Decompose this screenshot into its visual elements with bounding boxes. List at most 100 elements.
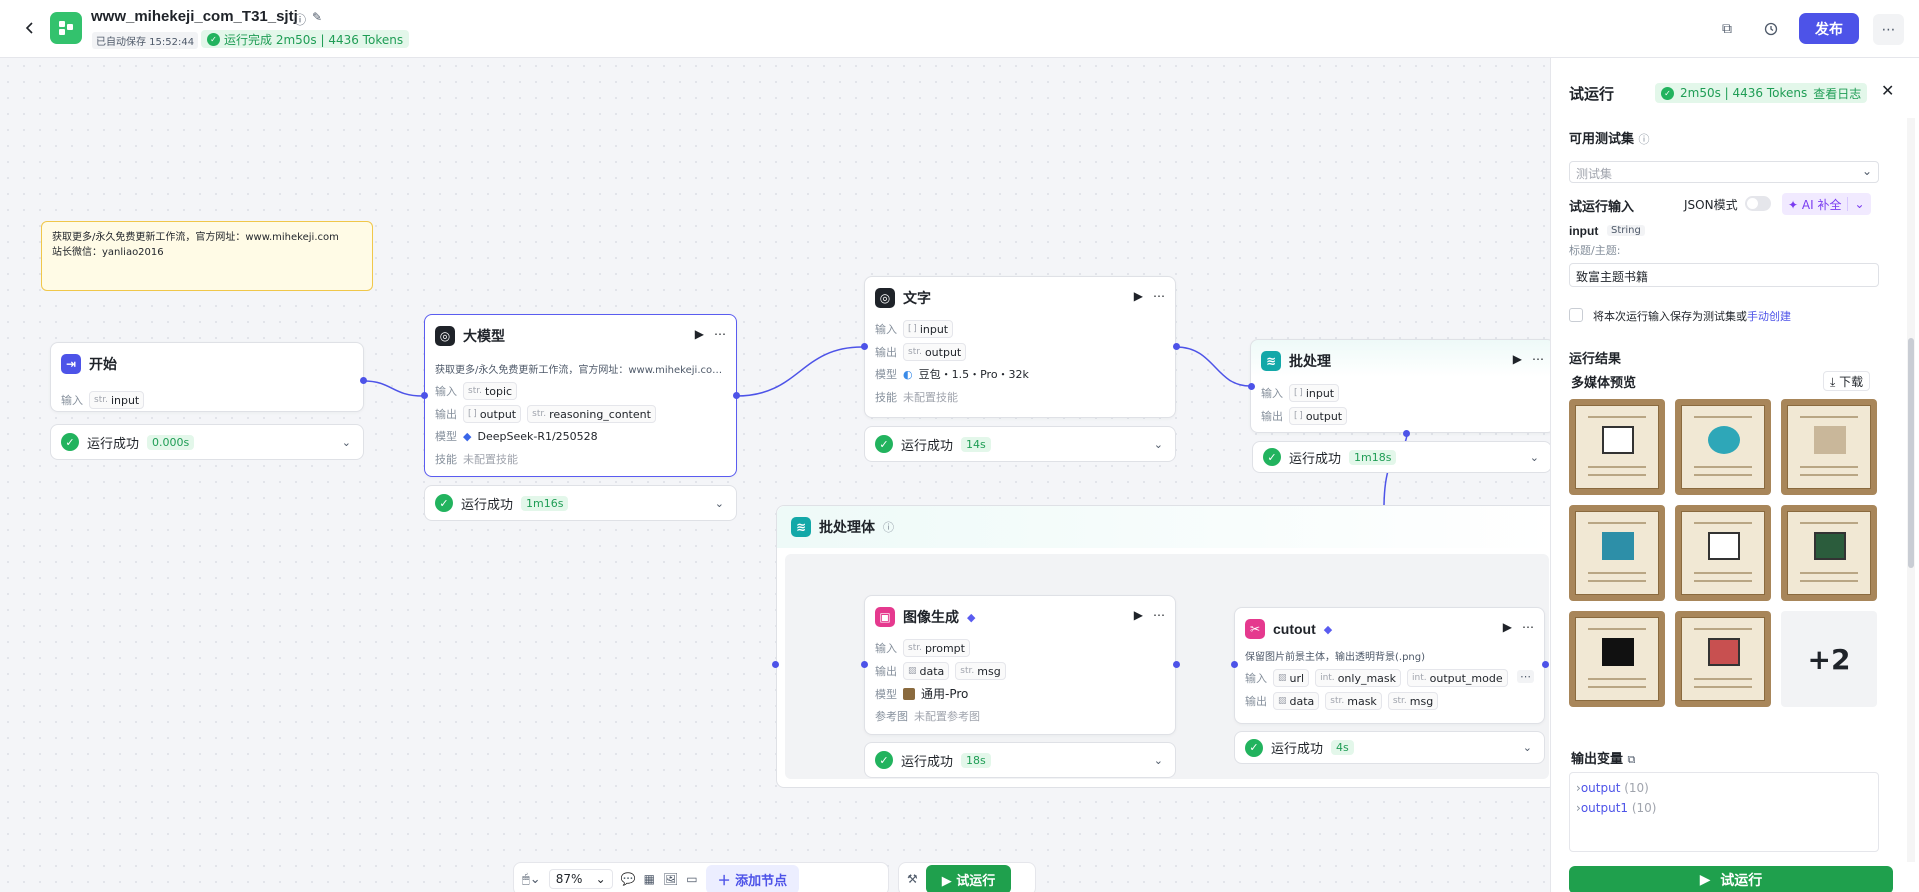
cutout-input-port[interactable]: [1231, 661, 1238, 668]
batch-body-port[interactable]: [1403, 430, 1410, 437]
batch-input-port[interactable]: [1248, 383, 1255, 390]
preview-image[interactable]: [1675, 399, 1771, 495]
more-icon[interactable]: ⋯: [1873, 14, 1904, 45]
chevron-down-icon[interactable]: ⌄: [1522, 741, 1532, 754]
node-more-icon[interactable]: ⋯: [714, 327, 726, 341]
cutout-node[interactable]: ✂cutout◆ ▶⋯ 保留图片前景主体，输出透明背景(.png) 输入 ▨ur…: [1234, 607, 1545, 724]
input-label: 输入: [1245, 672, 1267, 685]
top-bar: www_mihekeji_com_T31_sjtj ⓘ ✎ 已自动保存 15:5…: [0, 0, 1919, 58]
text-run-status[interactable]: ✓ 运行成功 14s ⌄: [864, 426, 1176, 462]
output-var-row[interactable]: ›output (10): [1576, 778, 1872, 798]
zoom-select[interactable]: 87%⌄: [548, 869, 613, 889]
output-var-row[interactable]: ›output1 (10): [1576, 798, 1872, 818]
chevron-down-icon[interactable]: ⌄: [714, 496, 724, 510]
llm-output-tag: [ ]output: [463, 405, 522, 423]
image-input-port[interactable]: [861, 661, 868, 668]
ai-fill-button[interactable]: ✦ AI 补全 ⌄: [1782, 193, 1871, 215]
panel-scrollbar[interactable]: [1907, 118, 1915, 862]
save-testset-checkbox[interactable]: [1569, 308, 1583, 322]
info-icon[interactable]: ⓘ: [883, 521, 894, 534]
note-card[interactable]: 获取更多/永久免费更新工作流，官方网址：www.mihekeji.com 站长微…: [41, 221, 373, 291]
preview-image[interactable]: [1781, 505, 1877, 601]
add-node-button[interactable]: ＋ 添加节点: [705, 864, 800, 892]
preview-image[interactable]: [1781, 399, 1877, 495]
info-icon[interactable]: ⓘ: [1638, 133, 1650, 146]
preview-image[interactable]: [1569, 399, 1665, 495]
llm-input-port[interactable]: [421, 392, 428, 399]
workflow-canvas[interactable]: 获取更多/永久免费更新工作流，官方网址：www.mihekeji.com 站长微…: [0, 58, 1550, 892]
var-name: only_mask: [1337, 671, 1397, 685]
chevron-down-icon[interactable]: ⌄: [1153, 437, 1163, 451]
chevron-down-icon[interactable]: ⌄: [1529, 450, 1539, 464]
output-label: 输出: [1261, 410, 1283, 423]
status-text: 运行成功: [1289, 451, 1342, 467]
cutout-url-tag: ▨url: [1273, 669, 1310, 687]
batch-body-input-port[interactable]: [772, 661, 779, 668]
json-mode-toggle[interactable]: [1745, 196, 1771, 211]
mouse-mode-icon[interactable]: 🖱⌄: [522, 871, 541, 887]
close-icon[interactable]: ✕: [1881, 81, 1895, 100]
testset-select[interactable]: 测试集 ⌄: [1569, 161, 1879, 183]
node-more-icon[interactable]: ⋯: [1153, 608, 1165, 622]
llm-output-port[interactable]: [733, 392, 740, 399]
llm-node[interactable]: ◎大模型 ▶⋯ 获取更多/永久免费更新工作流，官方网址：www.mihekeji…: [424, 314, 737, 477]
more-images-tile[interactable]: +2: [1781, 611, 1877, 707]
copy-icon[interactable]: ⧉: [1627, 753, 1636, 766]
download-button[interactable]: ⤓ 下载: [1823, 371, 1871, 391]
panel-test-run-button[interactable]: ▶ 试运行: [1569, 866, 1893, 892]
node-more-icon[interactable]: ⋯: [1153, 289, 1165, 303]
comment-icon[interactable]: 💬: [620, 872, 636, 886]
chevron-down-icon[interactable]: ⌄: [1153, 753, 1163, 767]
view-log-link[interactable]: 查看日志: [1813, 86, 1862, 101]
image-icon[interactable]: 🖼: [663, 872, 679, 886]
node-more-icon[interactable]: ⋯: [1522, 620, 1534, 634]
minimap-icon[interactable]: ▭: [686, 872, 698, 886]
batch-node[interactable]: ≋批处理 ▶⋯ 输入[ ]input 输出[ ]output: [1250, 339, 1550, 433]
image-output-port[interactable]: [1173, 661, 1180, 668]
node-more-icon[interactable]: ⋯: [1532, 352, 1544, 366]
zoom-value: 87%: [555, 872, 583, 886]
edit-icon[interactable]: ✎: [312, 10, 323, 24]
preview-image[interactable]: [1675, 505, 1771, 601]
run-node-icon[interactable]: ▶: [1133, 289, 1143, 303]
scrollbar-thumb[interactable]: [1908, 338, 1914, 568]
layout-icon[interactable]: ▦: [643, 872, 655, 886]
publish-button[interactable]: 发布: [1799, 13, 1859, 44]
type-label: str.: [1330, 696, 1345, 706]
start-output-port[interactable]: [360, 377, 367, 384]
preview-image[interactable]: [1569, 505, 1665, 601]
cutout-output-port[interactable]: [1542, 661, 1549, 668]
chevron-down-icon[interactable]: ⌄: [1847, 197, 1870, 211]
run-node-icon[interactable]: ▶: [1133, 608, 1143, 622]
history-icon[interactable]: [1757, 15, 1785, 43]
run-node-icon[interactable]: ▶: [1512, 352, 1522, 366]
cutout-run-status[interactable]: ✓ 运行成功 4s ⌄: [1234, 731, 1545, 764]
doubao-icon: ◐: [903, 367, 913, 381]
info-icon[interactable]: ⓘ: [294, 13, 307, 27]
input-field[interactable]: 致富主题书籍: [1569, 263, 1879, 287]
chevron-down-icon: ⌄: [1861, 164, 1872, 178]
start-run-status[interactable]: ✓ 运行成功 0.000s ⌄: [50, 424, 364, 460]
manual-create-link[interactable]: 手动创建: [1747, 310, 1791, 323]
chevron-down-icon[interactable]: ⌄: [341, 435, 351, 449]
text-output-port[interactable]: [1173, 343, 1180, 350]
ref-value: 未配置参考图: [914, 710, 980, 723]
test-run-button[interactable]: ▶ 试运行: [925, 864, 1012, 892]
preview-image[interactable]: [1675, 611, 1771, 707]
var-name: output_mode: [1429, 671, 1503, 685]
run-node-icon[interactable]: ▶: [1502, 620, 1512, 634]
premium-icon: ◆: [1323, 622, 1333, 636]
run-node-icon[interactable]: ▶: [694, 327, 704, 341]
more-inputs-icon[interactable]: ⋯: [1517, 670, 1534, 683]
preview-image[interactable]: [1569, 611, 1665, 707]
image-run-status[interactable]: ✓ 运行成功 18s ⌄: [864, 742, 1176, 778]
copy-icon[interactable]: ⧉: [1722, 21, 1732, 37]
back-icon[interactable]: [16, 14, 44, 42]
llm-run-status[interactable]: ✓ 运行成功 1m16s ⌄: [424, 485, 737, 521]
batch-run-status[interactable]: ✓ 运行成功 1m18s ⌄: [1252, 441, 1550, 473]
text-input-port[interactable]: [861, 343, 868, 350]
debug-icon[interactable]: ⚒: [907, 872, 918, 886]
